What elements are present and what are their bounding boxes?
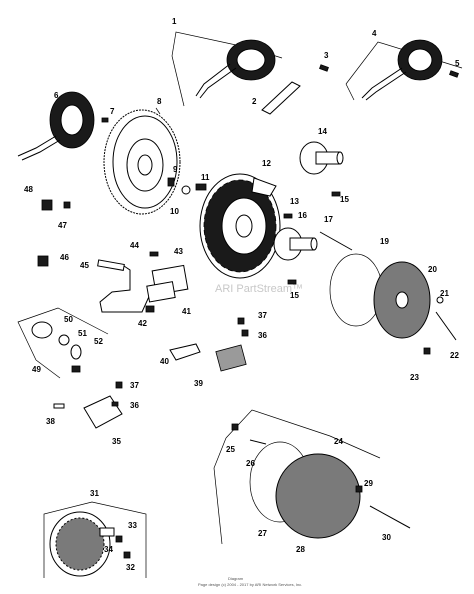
rectifier-39 [215,344,247,372]
callout-24: 24 [334,437,343,446]
bracket-40 [169,343,201,361]
stator-kit-4 [345,39,463,101]
flywheel-8 [103,107,181,215]
callout-7: 7 [110,107,115,116]
callout-45: 45 [80,261,89,270]
stator-6 [17,91,109,161]
clip-46 [37,255,49,267]
module-41 [146,264,189,303]
callout-35: 35 [112,437,121,446]
key-9 [167,177,175,187]
nut-11 [195,183,207,191]
callout-37b: 37 [130,381,139,390]
callout-30: 30 [382,533,391,542]
callout-29: 29 [364,479,373,488]
callout-21: 21 [440,289,449,298]
footer-copyright: Page design (c) 2004 - 2017 by ARI Netwo… [198,582,302,587]
retainer-ring-19 [329,253,383,327]
callout-10: 10 [170,207,179,216]
callout-46: 46 [60,253,69,262]
bolt-15b [287,279,297,285]
callout-33: 33 [128,521,137,530]
callout-37a: 37 [258,311,267,320]
screw-37a [237,317,245,325]
callout-49: 49 [32,365,41,374]
callout-6: 6 [54,91,59,100]
callout-44: 44 [130,241,139,250]
callout-50: 50 [64,315,73,324]
callout-36a: 36 [258,331,267,340]
hub-16 [273,227,318,261]
washer-36a [241,329,249,337]
callout-40: 40 [160,357,169,366]
callout-48: 48 [24,185,33,194]
callout-16: 16 [298,211,307,220]
nut-23 [423,347,431,355]
callout-11: 11 [201,173,210,182]
callout-47: 47 [58,221,67,230]
watermark: ARI PartStream™ [215,283,303,295]
clip-48 [41,199,53,211]
callout-19: 19 [380,237,389,246]
callout-28: 28 [296,545,305,554]
callout-31: 31 [90,489,99,498]
callout-36b: 36 [130,401,139,410]
callout-17: 17 [324,215,333,224]
callout-43: 43 [174,247,183,256]
callout-4: 4 [372,29,377,38]
callout-14: 14 [318,127,327,136]
screw-47 [63,201,71,209]
callout-8: 8 [157,97,162,106]
callout-2: 2 [252,97,257,106]
screw-42 [145,305,155,313]
callout-25: 25 [226,445,235,454]
callout-3: 3 [324,51,329,60]
pin-38 [53,403,65,409]
callout-41: 41 [182,307,191,316]
bolt-15a [331,191,341,197]
callout-9: 9 [173,165,178,174]
fan-12 [199,173,281,279]
callout-20: 20 [428,265,437,274]
callout-51: 51 [78,329,87,338]
screw-13 [283,213,293,219]
grille-assembly [43,501,147,578]
callout-26: 26 [246,459,255,468]
washer-10 [181,185,191,195]
callout-27: 27 [258,529,267,538]
callout-1: 1 [172,17,177,26]
guard-assembly [213,409,411,545]
callout-38: 38 [46,417,55,426]
callout-12: 12 [262,159,271,168]
module-35 [83,381,123,429]
hub-14 [299,141,344,175]
stator-kit-1 [171,31,329,115]
screw-43 [149,251,159,257]
callout-13: 13 [290,197,299,206]
lead-44 [97,259,153,313]
footer-diagram: Diagram [228,576,244,581]
callout-23: 23 [410,373,419,382]
callout-34: 34 [104,545,113,554]
callout-5: 5 [455,59,460,68]
callout-32: 32 [126,563,135,572]
callout-39: 39 [194,379,203,388]
switch-assembly [17,307,109,379]
callout-52: 52 [94,337,103,346]
callout-15b: 15 [290,291,299,300]
callout-15a: 15 [340,195,349,204]
callout-42: 42 [138,319,147,328]
callout-22: 22 [450,351,459,360]
